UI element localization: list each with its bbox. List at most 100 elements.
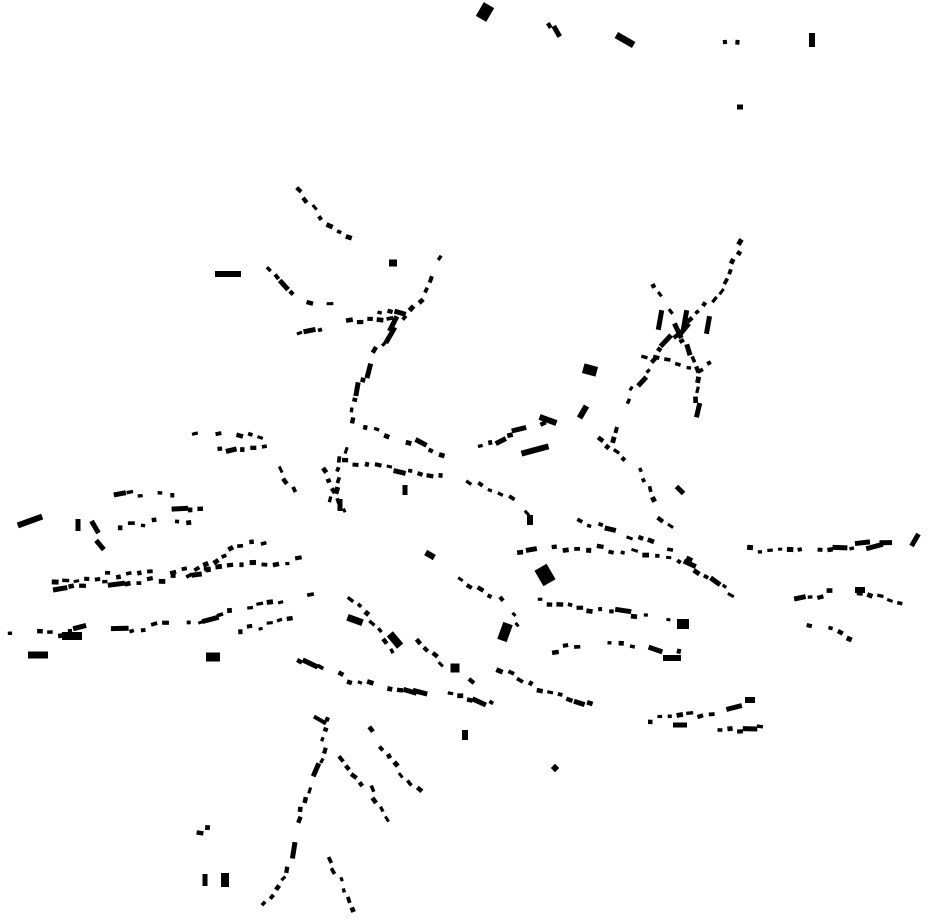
building bbox=[356, 602, 363, 609]
building bbox=[306, 592, 315, 598]
building bbox=[94, 576, 101, 582]
building bbox=[206, 652, 220, 662]
building bbox=[127, 521, 135, 525]
building bbox=[335, 466, 341, 473]
building bbox=[417, 297, 425, 305]
building bbox=[581, 363, 599, 377]
building bbox=[736, 238, 744, 246]
building bbox=[412, 687, 428, 697]
building bbox=[597, 521, 604, 528]
building bbox=[349, 417, 356, 424]
building bbox=[607, 549, 615, 555]
building bbox=[360, 377, 366, 383]
building bbox=[709, 575, 722, 587]
building bbox=[886, 597, 894, 603]
building bbox=[349, 906, 356, 913]
building bbox=[423, 286, 429, 294]
building bbox=[725, 703, 743, 712]
building bbox=[909, 532, 921, 548]
building bbox=[366, 679, 375, 686]
building bbox=[402, 485, 408, 495]
building bbox=[727, 592, 735, 599]
building bbox=[638, 467, 643, 473]
building bbox=[296, 815, 303, 824]
building bbox=[494, 436, 508, 446]
building bbox=[405, 439, 412, 446]
building bbox=[185, 520, 192, 526]
building bbox=[107, 580, 126, 588]
building bbox=[742, 726, 758, 732]
building bbox=[341, 887, 346, 893]
building bbox=[476, 585, 485, 593]
building bbox=[324, 716, 330, 723]
building bbox=[604, 525, 617, 533]
building bbox=[157, 490, 163, 495]
building bbox=[197, 506, 204, 512]
building bbox=[666, 617, 671, 622]
building bbox=[722, 39, 728, 45]
building bbox=[642, 552, 650, 558]
building bbox=[140, 523, 146, 528]
building bbox=[684, 343, 693, 356]
building bbox=[344, 764, 351, 772]
building bbox=[826, 588, 833, 593]
building bbox=[201, 614, 220, 625]
building bbox=[498, 595, 505, 602]
building bbox=[506, 432, 514, 439]
building bbox=[345, 234, 353, 241]
building bbox=[280, 875, 287, 882]
building bbox=[261, 444, 268, 449]
building bbox=[319, 757, 325, 764]
building bbox=[767, 548, 773, 553]
building bbox=[643, 613, 648, 617]
building bbox=[387, 315, 400, 333]
building bbox=[816, 594, 824, 601]
building bbox=[205, 568, 211, 573]
building bbox=[657, 714, 663, 719]
building bbox=[247, 431, 254, 437]
building bbox=[610, 436, 617, 444]
building bbox=[676, 711, 684, 718]
building bbox=[392, 760, 400, 768]
building bbox=[405, 779, 413, 787]
building bbox=[349, 772, 358, 780]
building bbox=[226, 607, 233, 614]
building bbox=[695, 386, 700, 394]
building bbox=[217, 446, 223, 451]
building bbox=[383, 433, 391, 440]
building bbox=[250, 445, 257, 451]
building bbox=[62, 632, 82, 640]
building bbox=[221, 873, 229, 887]
building bbox=[239, 562, 244, 568]
building bbox=[296, 330, 303, 336]
building bbox=[301, 196, 309, 205]
building bbox=[426, 473, 434, 479]
building bbox=[285, 561, 290, 566]
building bbox=[536, 687, 544, 694]
building bbox=[277, 465, 284, 474]
building bbox=[422, 645, 430, 653]
building bbox=[373, 426, 380, 432]
building bbox=[196, 830, 204, 836]
building bbox=[386, 464, 393, 469]
building bbox=[636, 375, 649, 388]
building bbox=[488, 699, 495, 706]
building bbox=[487, 439, 493, 446]
building bbox=[316, 663, 325, 671]
building bbox=[357, 680, 363, 685]
building bbox=[47, 630, 53, 634]
building bbox=[722, 277, 730, 286]
building bbox=[718, 287, 725, 296]
building bbox=[368, 619, 376, 627]
building bbox=[102, 579, 108, 584]
building bbox=[436, 254, 443, 261]
building bbox=[57, 633, 64, 639]
building bbox=[690, 355, 697, 364]
building bbox=[855, 587, 865, 593]
building bbox=[607, 641, 612, 645]
building bbox=[658, 333, 673, 349]
building bbox=[305, 299, 314, 306]
building bbox=[216, 612, 224, 618]
building bbox=[389, 647, 395, 655]
building bbox=[381, 637, 389, 645]
